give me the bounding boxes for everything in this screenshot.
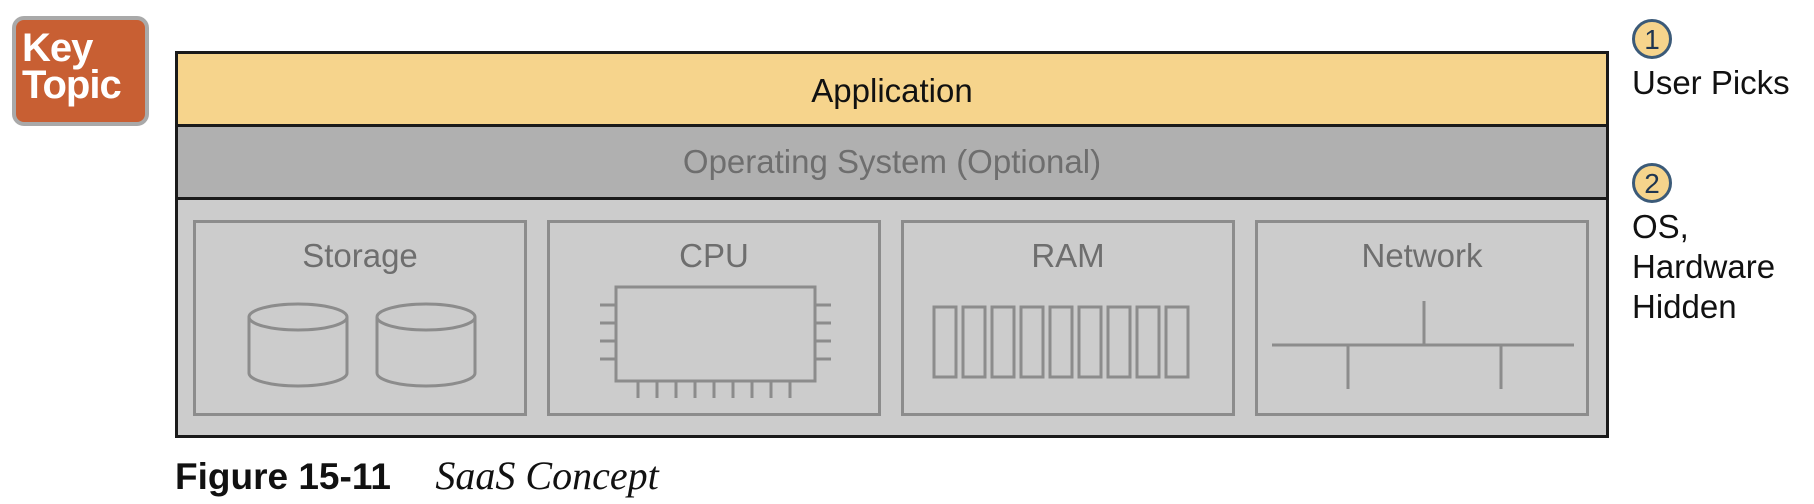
annotation-hidden: 2 OS, Hardware Hidden [1632, 163, 1775, 327]
step-number-2: 2 [1632, 163, 1672, 203]
annotation-user-picks: 1 User Picks [1632, 19, 1790, 103]
network-label: Network [1361, 237, 1483, 274]
hardware-layer: Storage CPU [178, 200, 1606, 435]
network-topology-icon [1272, 301, 1574, 389]
ram-module-icon [932, 305, 1190, 379]
key-topic-badge: Key Topic [12, 16, 149, 126]
storage-disk-icon [247, 302, 477, 388]
step-number-1: 1 [1632, 19, 1672, 59]
figure-number: Figure 15-11 [175, 456, 391, 497]
application-layer: Application [178, 54, 1606, 127]
annotation-2-text: OS, Hardware Hidden [1632, 207, 1775, 327]
annotation-1-text: User Picks [1632, 63, 1790, 103]
storage-label: Storage [302, 237, 418, 274]
figure-title: SaaS Concept [435, 453, 659, 498]
saas-stack-diagram: Application Operating System (Optional) … [175, 51, 1609, 438]
annotation-2-line-2: Hardware [1632, 248, 1776, 285]
annotation-2-line-3: Hidden [1632, 288, 1737, 325]
cpu-label: CPU [679, 237, 749, 274]
operating-system-layer: Operating System (Optional) [178, 127, 1606, 200]
ram-box: RAM [901, 220, 1235, 416]
figure-caption: Figure 15-11 SaaS Concept [175, 452, 659, 499]
storage-box: Storage [193, 220, 527, 416]
annotation-1-line-1: User Picks [1632, 64, 1790, 101]
cpu-chip-icon [600, 285, 831, 398]
ram-label: RAM [1031, 237, 1105, 274]
key-topic-line2: Topic [22, 63, 122, 107]
network-box: Network [1255, 220, 1589, 416]
cpu-box: CPU [547, 220, 881, 416]
annotation-2-line-1: OS, [1632, 208, 1689, 245]
key-topic-line1: Key [22, 26, 93, 70]
